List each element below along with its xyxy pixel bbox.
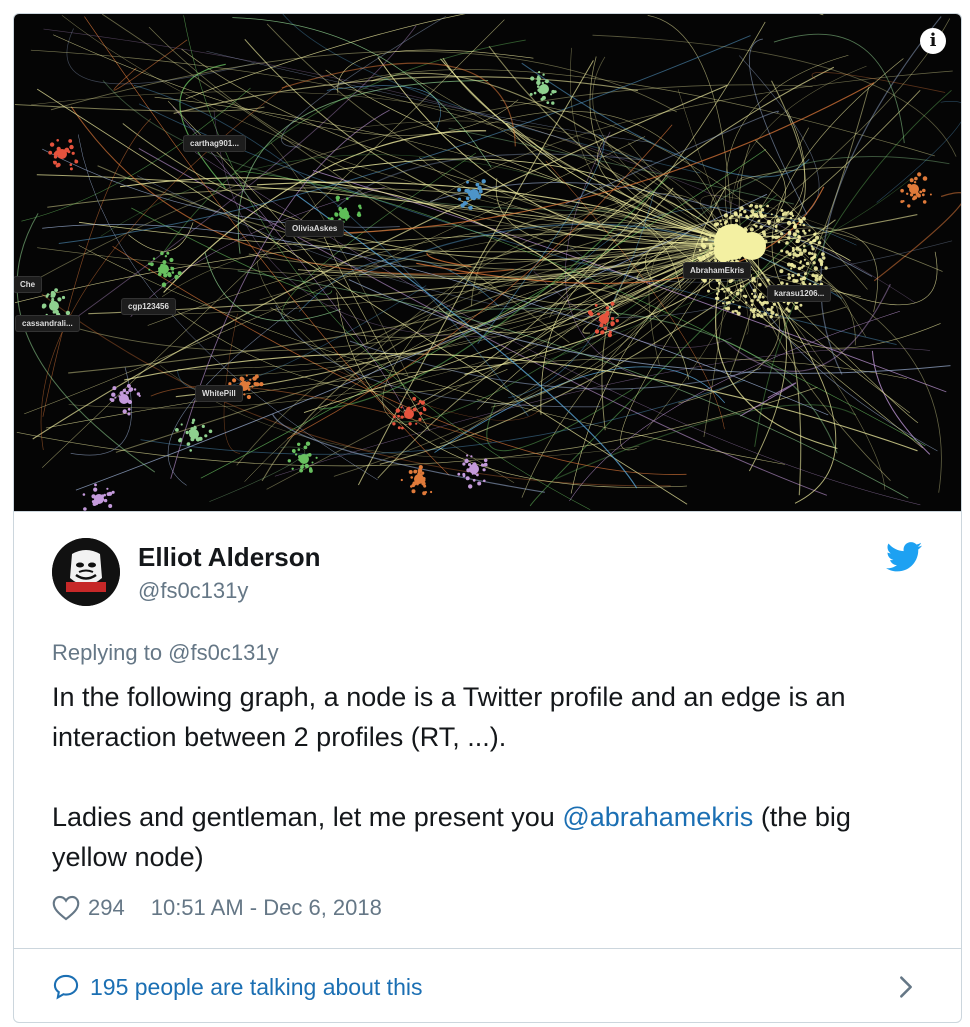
- node-label-olivia: OliviaAskes: [286, 221, 344, 236]
- conversation-footer[interactable]: 195 people are talking about this: [14, 948, 961, 1022]
- graph-image[interactable]: carthag901... OliviaAskes AbrahamEkris k…: [14, 14, 961, 512]
- author-handle[interactable]: @fs0c131y: [138, 578, 249, 603]
- tweet-text: In the following graph, a node is a Twit…: [52, 677, 922, 877]
- talking-link[interactable]: 195 people are talking about this: [52, 973, 422, 1001]
- tweet-text-paragraph-2: Ladies and gentleman, let me present you…: [52, 797, 922, 877]
- avatar[interactable]: [52, 538, 120, 606]
- network-graph: [14, 14, 961, 511]
- like-count[interactable]: 294: [88, 895, 125, 920]
- node-label-abraham: AbrahamEkris: [684, 263, 751, 278]
- node-label-karasu: karasu1206...: [768, 286, 831, 301]
- heart-icon[interactable]: [52, 895, 80, 921]
- tweet-text-lead: Ladies and gentleman, let me present you: [52, 802, 563, 832]
- tweet-embed-card: carthag901... OliviaAskes AbrahamEkris k…: [13, 13, 962, 1023]
- mention-link[interactable]: @abrahamekris: [562, 802, 754, 832]
- tweet-text-paragraph-1: In the following graph, a node is a Twit…: [52, 682, 846, 752]
- tweet-meta: 294 10:51 AM - Dec 6, 2018: [52, 895, 382, 921]
- speech-bubble-icon: [53, 974, 79, 1000]
- node-label-cgp: cgp123456: [122, 299, 175, 314]
- info-icon[interactable]: i: [920, 28, 946, 54]
- timestamp[interactable]: 10:51 AM - Dec 6, 2018: [150, 895, 382, 920]
- node-label-carthag: carthag901...: [184, 136, 245, 151]
- node-label-che: Che: [14, 277, 42, 292]
- tweet-text-tail: (the big yellow node): [52, 802, 851, 872]
- author-name[interactable]: Elliot Alderson: [138, 542, 321, 572]
- fsociety-mask-icon: [52, 538, 120, 606]
- node-label-whitepill: WhitePill: [196, 386, 242, 401]
- replying-to[interactable]: Replying to @fs0c131y: [52, 640, 279, 665]
- tweet-body: Elliot Alderson @fs0c131y Replying to @f…: [14, 512, 961, 948]
- twitter-bird-icon[interactable]: [886, 542, 922, 572]
- node-label-cassandra: cassandrali...: [16, 316, 79, 331]
- talking-label: 195 people are talking about this: [90, 973, 423, 1000]
- chevron-right-icon[interactable]: [896, 973, 916, 1001]
